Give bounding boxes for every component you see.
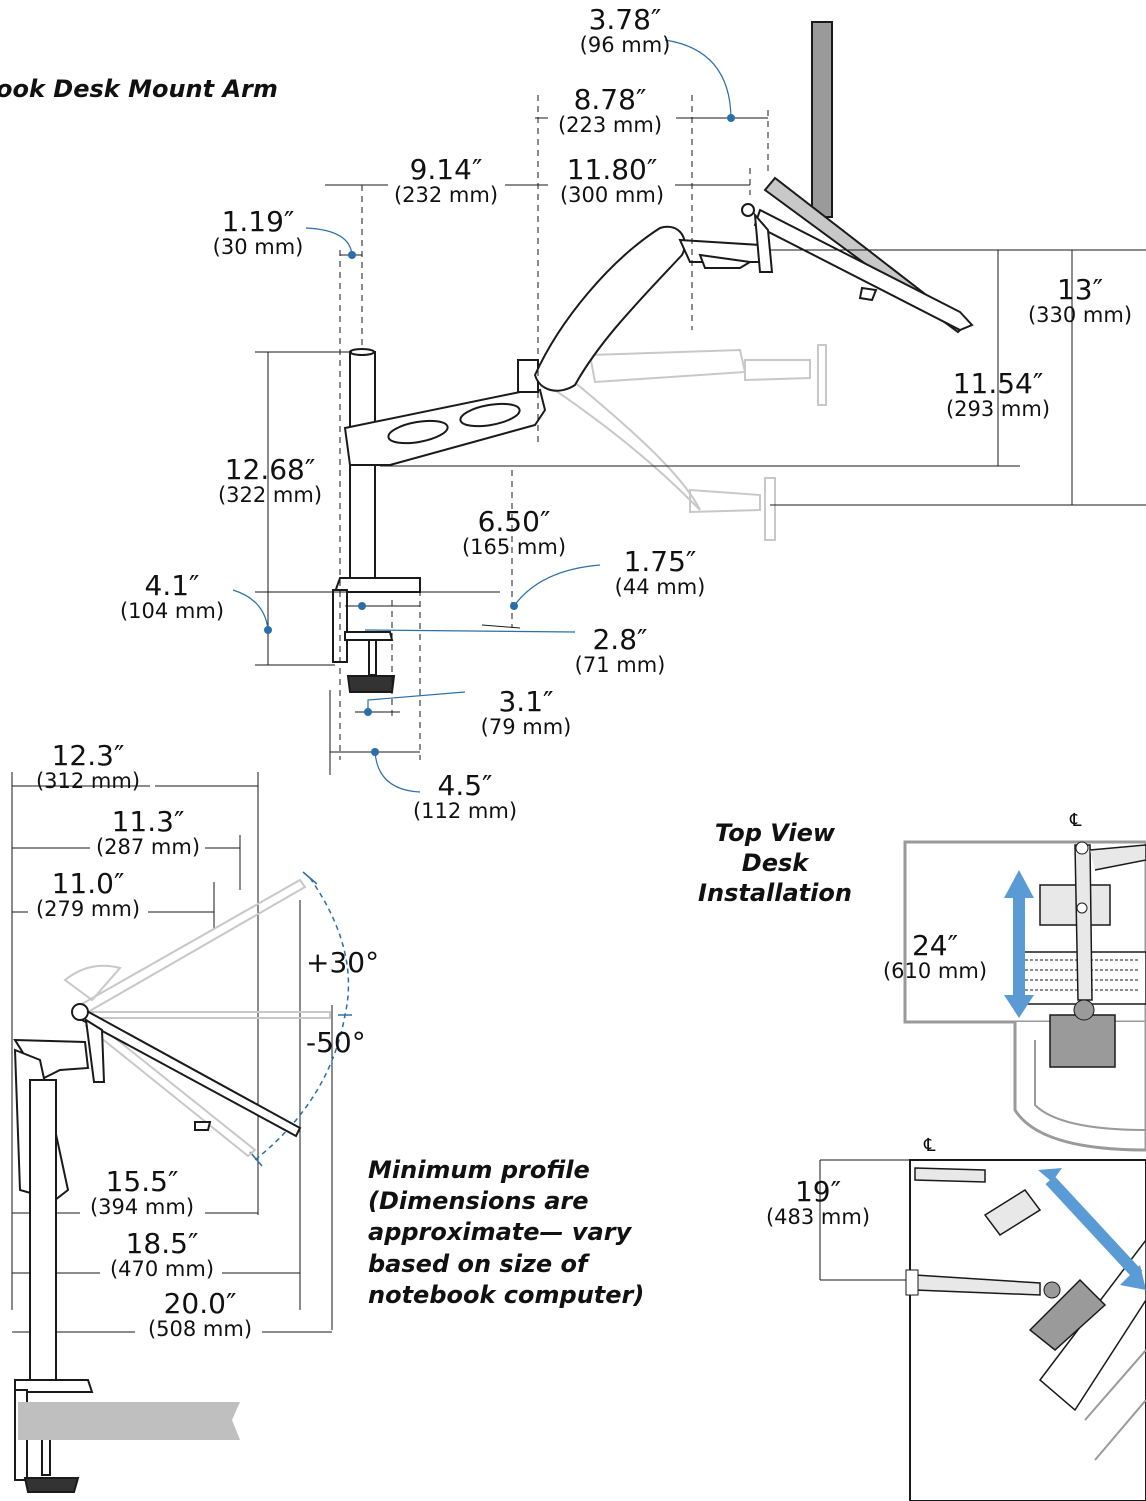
dim-19: 19″(483 mm) [765, 1175, 871, 1229]
dim-20-0: 20.0″(508 mm) [147, 1287, 253, 1341]
ghost-arm-lowered [538, 344, 827, 541]
profile-tray [71, 1003, 302, 1138]
desk-clamp [332, 577, 421, 693]
top-view-caption: Top View Desk Installation [698, 819, 852, 907]
dim-1-19: 1.19″(30 mm) [212, 205, 304, 259]
side-view-title: ook Desk Mount Arm [0, 75, 278, 103]
dim-3-1: 3.1″(79 mm) [480, 685, 572, 739]
leader-lines [232, 39, 732, 793]
dim-1-75: 1.75″(44 mm) [614, 545, 706, 599]
minimum-profile-caption: Minimum profile (Dimensions are approxim… [368, 1156, 645, 1309]
dim-11-3: 11.3″(287 mm) [95, 805, 201, 859]
profile-ghost-tray [63, 878, 331, 1158]
dim-11-54: 11.54″(293 mm) [945, 367, 1051, 421]
profile-desk [18, 1402, 240, 1440]
dimension-lines-top [339, 95, 769, 760]
tilt-down-angle: -50° [306, 1026, 366, 1059]
topview-desk-2 [819, 1159, 1146, 1501]
centerline-mark-1: ℄ [1070, 810, 1082, 831]
dim-6-50: 6.50″(165 mm) [461, 505, 567, 559]
dim-13: 13″(330 mm) [1027, 273, 1133, 327]
dim-18-5: 18.5″(470 mm) [109, 1227, 215, 1281]
notebook-tray [741, 21, 974, 334]
topview-desk-1 [903, 840, 1146, 1152]
upper-arm [533, 225, 761, 392]
tilt-arc-marks [249, 871, 352, 1167]
lower-arm [343, 359, 547, 466]
dim-3-78: 3.78″(96 mm) [579, 3, 671, 57]
dim-12-3: 12.3″(312 mm) [35, 739, 141, 793]
dim-4-5: 4.5″(112 mm) [412, 769, 518, 823]
topview-arrow-2 [1038, 1168, 1146, 1290]
dim-11-0: 11.0″(279 mm) [35, 867, 141, 921]
dimension-lines-solid [255, 117, 1146, 775]
dim-2-8: 2.8″(71 mm) [574, 623, 666, 677]
dim-8-78: 8.78″(223 mm) [557, 83, 663, 137]
dim-4-1: 4.1″(104 mm) [119, 569, 225, 623]
dim-24: 24″(610 mm) [882, 929, 988, 983]
tilt-up-angle: +30° [306, 946, 380, 979]
dim-9-14: 9.14″(232 mm) [393, 153, 499, 207]
dim-15-5: 15.5″(394 mm) [89, 1165, 195, 1219]
dim-12-68: 12.68″(322 mm) [217, 453, 323, 507]
dimension-dots [264, 114, 735, 756]
centerline-mark-2: ℄ [924, 1135, 936, 1156]
profile-arm [13, 1038, 94, 1493]
topview-arrow-1 [1004, 870, 1034, 1018]
dim-11-80: 11.80″(300 mm) [559, 153, 665, 207]
